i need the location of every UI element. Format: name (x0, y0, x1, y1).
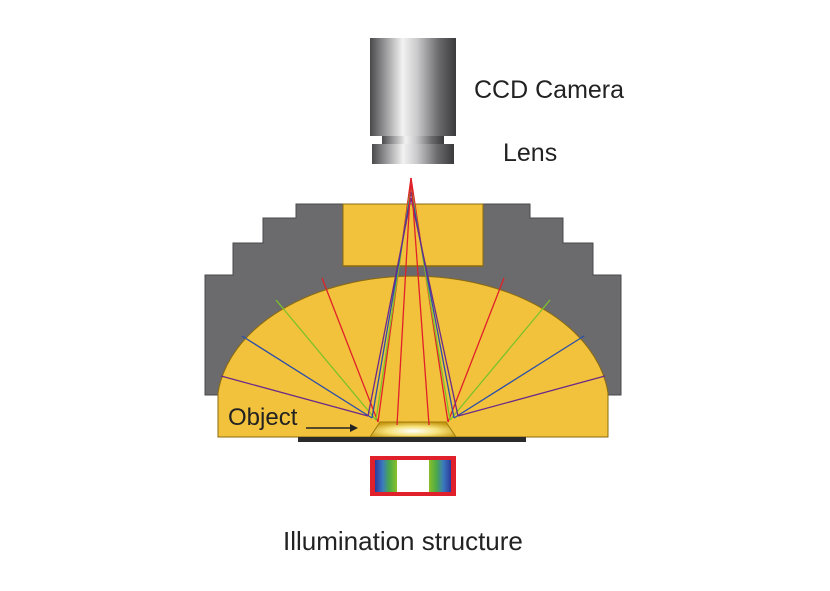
camera-label: CCD Camera (474, 76, 625, 104)
object (369, 421, 457, 438)
lens-label: Lens (503, 139, 558, 167)
lens-barrel (372, 144, 454, 164)
base-plate (298, 437, 526, 442)
pattern-stripe-right (429, 460, 451, 492)
caption: Illumination structure (283, 526, 523, 556)
rays-to-lens (367, 177, 459, 426)
dome-interior (217, 275, 609, 438)
object-arrow-head (350, 424, 358, 432)
pattern-center (397, 460, 429, 492)
rays-left (220, 277, 379, 423)
object-label: Object (228, 404, 298, 431)
rays-right (447, 277, 606, 423)
camera-ring (382, 136, 444, 144)
pattern-stripe-left (375, 460, 397, 492)
camera-body (370, 38, 456, 136)
